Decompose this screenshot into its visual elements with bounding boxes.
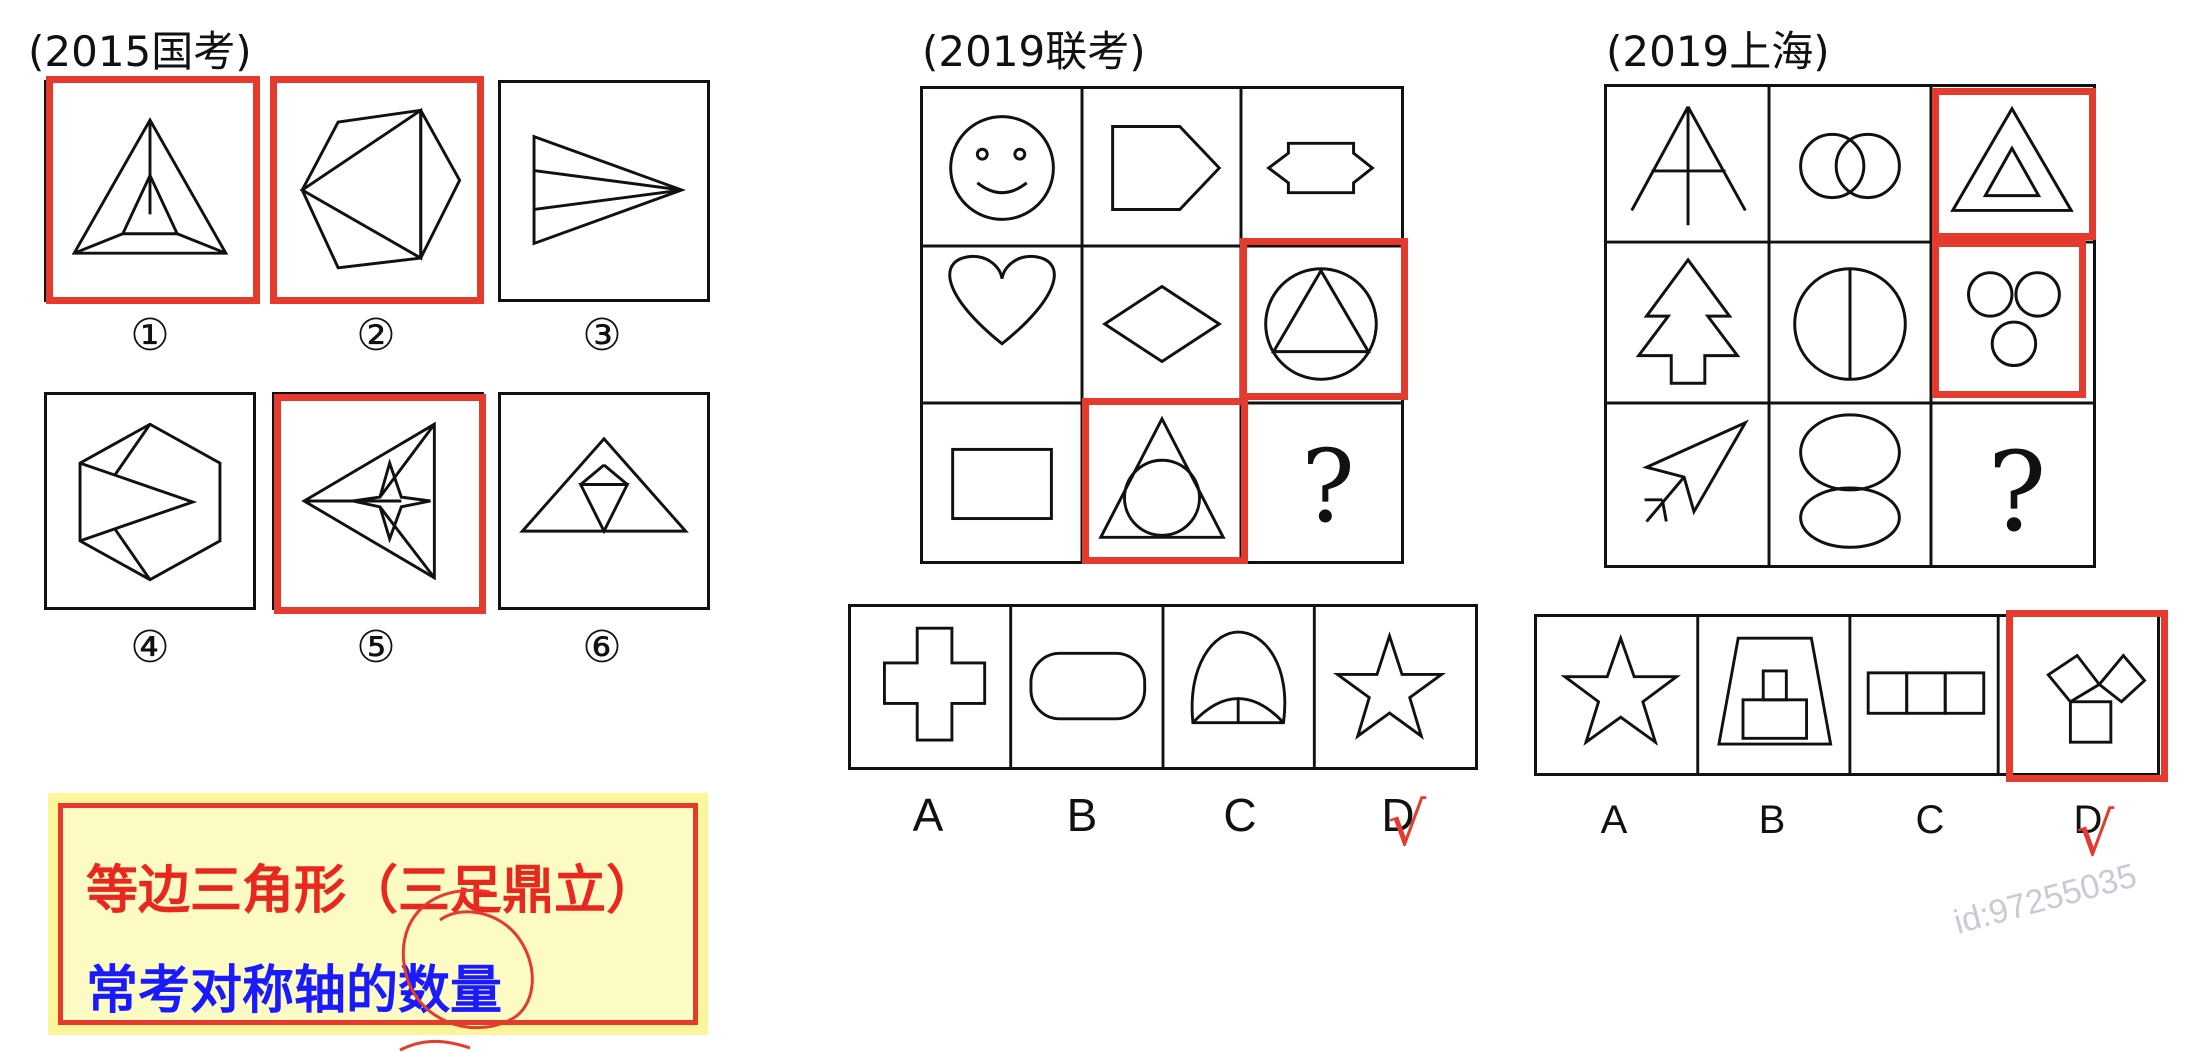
diamond-icon <box>1102 284 1222 364</box>
hexagon-arrow-icon <box>78 422 222 582</box>
option-c-label: C <box>1223 789 1257 841</box>
panel2-grid: ? <box>920 86 1404 564</box>
dome-icon <box>1190 630 1287 725</box>
option-b-label-3: B <box>1758 798 1786 842</box>
three-squares-icon <box>1866 671 1986 715</box>
hexagon-triangle-icon <box>299 107 462 270</box>
star-icon <box>1333 631 1447 740</box>
tree-arrow-icon <box>1635 257 1741 385</box>
panel2-options <box>848 604 1478 770</box>
panel1-title: (2015国考) <box>28 27 252 76</box>
three-circles-icon <box>1967 271 2061 367</box>
figure-5 <box>272 392 484 610</box>
compass-icon <box>1630 106 1747 226</box>
label-4: ④ <box>130 622 170 673</box>
panel2-title: (2019联考) <box>922 27 1146 76</box>
circle-annotation-icon <box>399 889 534 1052</box>
panel3-options <box>1534 614 2160 776</box>
label-5: ⑤ <box>356 622 396 673</box>
figure-2 <box>272 80 484 302</box>
star-outline-icon <box>1560 633 1681 746</box>
check-mark-2: √ <box>1388 790 1427 860</box>
label-6: ⑥ <box>582 622 622 673</box>
triangle-star-icon <box>301 421 436 581</box>
note-line-1: 等边三角形（三足鼎立） <box>86 861 659 921</box>
check-mark-3: √ <box>2076 800 2115 870</box>
panel3-grid: ? <box>1604 84 2096 568</box>
figure-4 <box>44 392 256 610</box>
label-3: ③ <box>582 310 622 361</box>
nested-triangles-icon <box>1950 105 2074 212</box>
pentagon-icon <box>1111 125 1222 211</box>
note-line-2: 常考对称轴的数量 <box>86 961 503 1021</box>
smiley-icon <box>949 115 1055 221</box>
figure-eight-icon <box>1799 413 1901 549</box>
pythagoras-icon <box>2046 653 2147 744</box>
option-c-label-3: C <box>1915 798 1945 842</box>
panel3-title: (2019上海) <box>1606 27 1830 76</box>
circle-triangle-icon <box>1264 267 1378 381</box>
figure-1 <box>44 80 256 302</box>
option-b-label: B <box>1066 789 1098 841</box>
triangle-circle-icon <box>1098 415 1226 539</box>
flat-triangle-icon <box>519 436 689 535</box>
watermark: id:97255035 <box>1950 856 2141 942</box>
note-box <box>48 793 708 1035</box>
question-mark-3: ? <box>1987 428 2047 556</box>
question-mark-2: ? <box>1301 428 1355 545</box>
option-a-label-3: A <box>1600 798 1628 842</box>
split-circle-icon <box>1793 267 1907 381</box>
option-d-label: D <box>1381 789 1415 841</box>
arrow-wedge-icon <box>532 134 687 246</box>
dart-arrow-icon <box>1642 419 1749 523</box>
label-2: ② <box>356 310 396 361</box>
triangle-nested-icon <box>71 117 229 255</box>
rounded-rect-icon <box>1029 651 1147 721</box>
double-arrow-cross-icon <box>1266 141 1375 195</box>
rectangle-icon <box>951 447 1053 521</box>
figure-3 <box>498 80 710 302</box>
cross-icon <box>883 626 987 742</box>
heart-icon <box>948 254 1056 346</box>
trapezoid-icon <box>1717 636 1833 746</box>
overlapping-circles-icon <box>1799 132 1901 200</box>
label-1: ① <box>130 310 170 361</box>
figure-6 <box>498 392 710 610</box>
option-d-label-3: D <box>2073 798 2103 842</box>
option-a-label: A <box>912 789 944 841</box>
